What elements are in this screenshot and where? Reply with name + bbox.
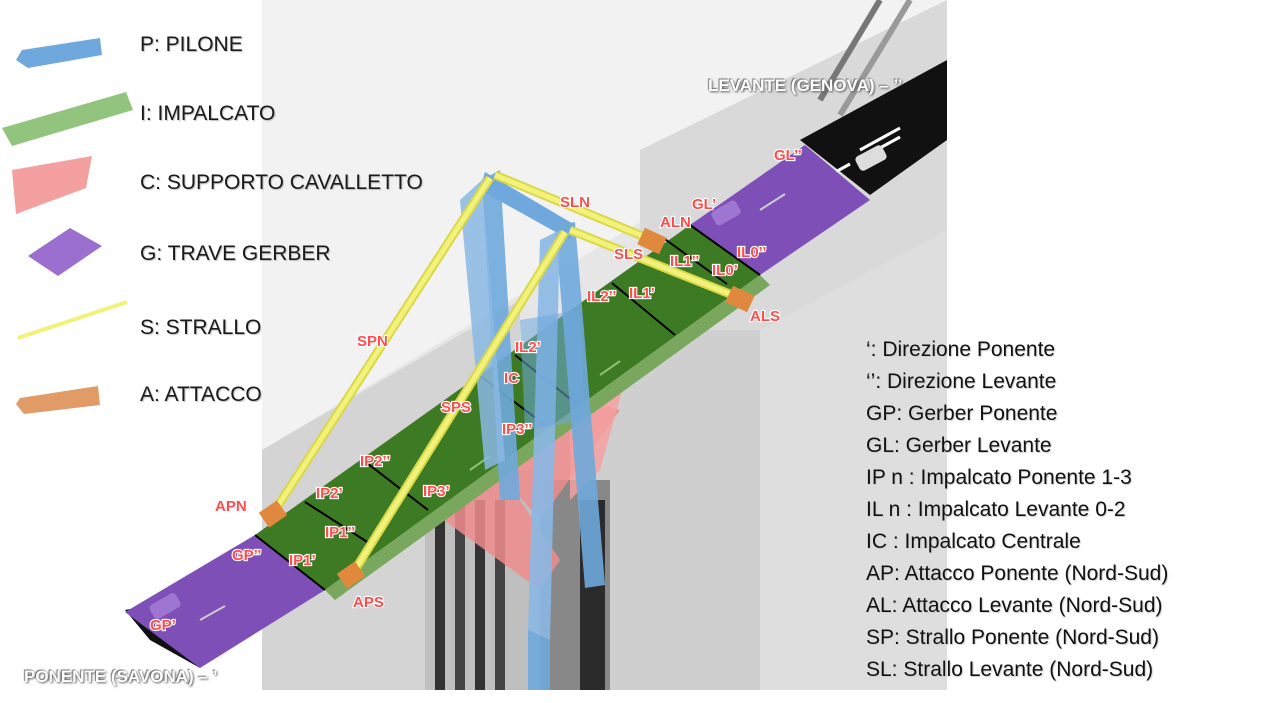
abbr-item: IL n : Impalcato Levante 0-2 [866, 498, 1126, 521]
legend-label-impalcato: I: IMPALCATO [140, 102, 276, 125]
tag-aps: APS [353, 594, 384, 611]
tag-il2a: IL2’ [515, 339, 541, 356]
tag-gl2: GL’’ [774, 147, 802, 164]
legend-swatch-strallo [17, 300, 128, 340]
tag-il1b: IL1’’ [670, 253, 699, 270]
legend-label-attacco: A: ATTACCO [140, 383, 262, 406]
abbreviation-list: ‘: Direzione Ponente ‘’: Direzione Levan… [866, 334, 1168, 686]
tag-gl1: GL’ [692, 196, 716, 213]
tag-ip2b: IP2’’ [360, 453, 390, 470]
tag-als: ALS [750, 308, 780, 325]
abbr-item: SP: Strallo Ponente (Nord-Sud) [866, 626, 1159, 649]
tag-sps: SPS [441, 399, 471, 416]
tag-ip1a: IP1’ [289, 552, 316, 569]
tag-ip1b: IP1’’ [325, 524, 355, 541]
abbr-item: GL: Gerber Levante [866, 434, 1052, 457]
legend-label-pilone: P: PILONE [140, 33, 243, 56]
legend-swatch-cavalletto [12, 156, 92, 214]
tag-ip3a: IP3’ [423, 483, 450, 500]
abbr-item: ‘: Direzione Ponente [866, 338, 1056, 361]
legend-swatch-impalcato [2, 92, 133, 146]
tag-gp2: GP’’ [232, 547, 261, 564]
tag-gp1: GP’ [150, 617, 176, 634]
legend-swatch-gerber [28, 228, 102, 276]
tag-aln: ALN [660, 214, 691, 231]
legend-label-cavalletto: C: SUPPORTO CAVALLETTO [140, 171, 423, 194]
direction-ponente: PONENTE (SAVONA) – ’ [24, 667, 218, 686]
road-levante [800, 60, 947, 195]
tag-spn: SPN [357, 333, 388, 350]
tag-sln: SLN [560, 194, 590, 211]
abbr-item: IC : Impalcato Centrale [866, 530, 1081, 553]
stralli [268, 170, 742, 581]
direction-levante: LEVANTE (GENOVA) – ’’ [708, 76, 903, 95]
tag-ic: IC [504, 370, 519, 387]
tag-il0b: IL0’’ [737, 244, 766, 261]
tag-sls: SLS [614, 246, 643, 263]
abbr-item: ‘’: Direzione Levante [866, 370, 1057, 393]
attacchi [258, 227, 755, 589]
legend-label-strallo: S: STRALLO [140, 316, 262, 339]
abbr-item: GP: Gerber Ponente [866, 402, 1058, 425]
tag-ip3b: IP3’’ [502, 421, 532, 438]
tag-il0a: IL0’ [712, 262, 738, 279]
legend-swatches [2, 38, 133, 414]
tag-apn: APN [215, 498, 247, 515]
abbr-item: IP n : Impalcato Ponente 1-3 [866, 466, 1132, 489]
abbr-item: AP: Attacco Ponente (Nord-Sud) [866, 562, 1169, 585]
abbr-item: SL: Strallo Levante (Nord-Sud) [866, 658, 1154, 681]
abbr-item: AL: Attacco Levante (Nord-Sud) [866, 594, 1163, 617]
component-tags: GL’’ GL’ ALN SLN SLS IL0’’ IL1’’ IL0’ AL… [149, 146, 803, 635]
legend-label-gerber: G: TRAVE GERBER [140, 242, 331, 265]
legend-swatch-attacco [16, 386, 100, 414]
legend-swatch-pilone [16, 38, 102, 68]
tag-il2b: IL2’’ [587, 288, 616, 305]
tag-ip2a: IP2’ [316, 485, 343, 502]
tag-il1a: IL1’ [629, 285, 655, 302]
